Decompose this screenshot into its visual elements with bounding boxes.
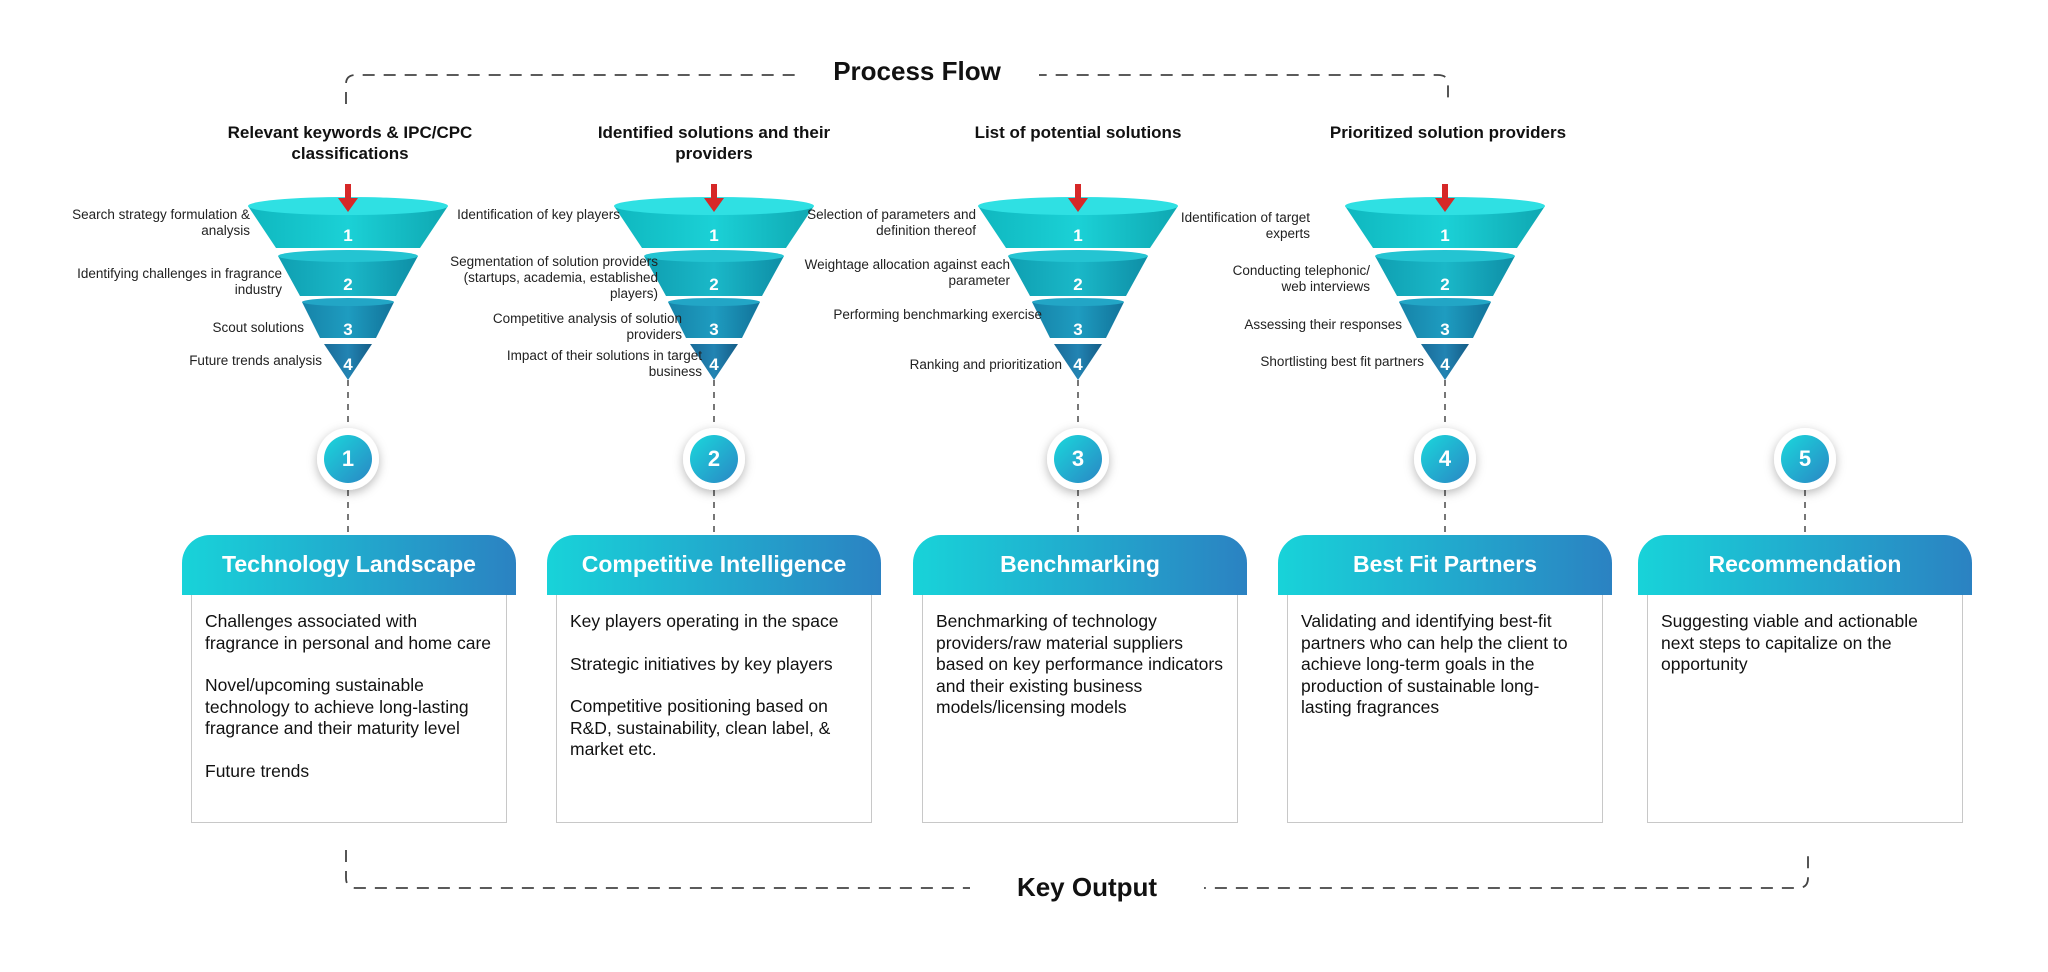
funnel-2-step-2: Segmentation of solution providers (star…	[450, 254, 658, 301]
funnel-4-tier-num-3: 3	[1440, 320, 1450, 339]
card-title-competitive-intelligence: Competitive Intelligence	[547, 535, 881, 595]
card-body-competitive-intelligence: Key players operating in the space Strat…	[556, 595, 872, 823]
card-point: Strategic initiatives by key players	[570, 653, 833, 674]
funnel-1-step-2: Identifying challenges in fragrance indu…	[77, 266, 282, 297]
timeline-node-5	[1774, 428, 1836, 490]
down-arrow-icon	[338, 184, 358, 212]
funnel-2-step-1: Identification of key players	[457, 207, 620, 222]
down-arrow-icon	[704, 184, 724, 212]
funnel-3-tier-num-3: 3	[1073, 320, 1083, 339]
funnel-3-tier-num-2: 2	[1073, 275, 1083, 294]
card-title-technology-landscape: Technology Landscape	[182, 535, 516, 595]
funnel-3-tier-num-1: 1	[1073, 226, 1083, 245]
connectors	[347, 380, 1806, 535]
funnel-2-tier-num-1: 1	[709, 226, 719, 245]
funnel-title-4: Prioritized solution providers	[1329, 123, 1567, 142]
timeline-node-4-label: 4	[1438, 446, 1452, 471]
funnel-1-step-4: Future trends analysis	[189, 353, 322, 368]
card-body-best-fit-partners: Validating and identifying best-fit part…	[1287, 595, 1603, 823]
funnel-title-1: Relevant keywords & IPC/CPC classificati…	[227, 123, 473, 163]
funnel-1	[248, 184, 448, 380]
funnel-3	[978, 184, 1178, 380]
timeline-node-3-label: 3	[1071, 446, 1085, 471]
timeline-node-4	[1414, 428, 1476, 490]
funnel-3-step-2: Weightage allocation against each parame…	[804, 257, 1010, 288]
card-point: Competitive positioning based on R&D, su…	[570, 696, 831, 759]
funnel-1-step-1: Search strategy formulation & analysis	[72, 207, 250, 238]
funnel-1-tier-num-3: 3	[343, 320, 353, 339]
card-body-recommendation: Suggesting viable and actionable next st…	[1647, 595, 1963, 823]
card-point: Key players operating in the space	[570, 611, 839, 631]
funnel-tier-4	[324, 344, 372, 380]
timeline-node-2-label: 2	[707, 446, 721, 471]
funnel-3-tier-num-4: 4	[1073, 355, 1083, 374]
funnel-1-tier-num-2: 2	[343, 275, 353, 294]
funnel-4-step-2: Conducting telephonic/ web interviews	[1232, 263, 1370, 294]
timeline-node-2	[683, 428, 745, 490]
funnel-1-tier-num-1: 1	[343, 226, 353, 245]
funnel-4	[1345, 184, 1545, 380]
timeline-node-1-label: 1	[341, 446, 355, 471]
card-point: Validating and identifying best-fit part…	[1301, 611, 1568, 717]
funnel-3-step-1: Selection of parameters and definition t…	[807, 207, 976, 238]
card-title-benchmarking: Benchmarking	[913, 535, 1247, 595]
funnel-4-tier-num-2: 2	[1440, 275, 1450, 294]
funnel-tier-3	[302, 302, 394, 338]
card-point: Benchmarking of technology providers/raw…	[936, 611, 1223, 717]
funnel-1-tier-num-4: 4	[343, 355, 353, 374]
card-body-benchmarking: Benchmarking of technology providers/raw…	[922, 595, 1238, 823]
funnel-2-tier-num-2: 2	[709, 275, 719, 294]
funnel-2	[614, 184, 814, 380]
card-point: Novel/upcoming sustainable technology to…	[205, 675, 469, 738]
funnel-title-2: Identified solutions and their providers	[597, 123, 831, 163]
funnel-4-step-1: Identification of target experts	[1180, 210, 1310, 241]
funnel-2-tier-num-3: 3	[709, 320, 719, 339]
funnel-4-step-3: Assessing their responses	[1244, 317, 1402, 332]
key-output-title: Key Output	[970, 872, 1204, 903]
timeline-node-1	[317, 428, 379, 490]
funnel-4-step-4: Shortlisting best fit partners	[1260, 354, 1424, 369]
funnel-4-tier-num-4: 4	[1440, 355, 1450, 374]
funnel-2-step-3: Competitive analysis of solution provide…	[492, 311, 682, 342]
card-point: Future trends	[205, 760, 310, 781]
funnel-tier-2	[278, 256, 418, 296]
funnel-1-step-3: Scout solutions	[212, 320, 304, 335]
timeline-node-5-label: 5	[1798, 446, 1812, 471]
funnel-3-step-4: Ranking and prioritization	[909, 357, 1062, 372]
down-arrow-icon	[1068, 184, 1088, 212]
card-point: Challenges associated with fragrance in …	[205, 611, 492, 653]
funnel-4-tier-num-1: 1	[1440, 226, 1450, 245]
funnel-2-tier-num-4: 4	[709, 355, 719, 374]
card-point: Suggesting viable and actionable next st…	[1661, 611, 1918, 674]
funnel-3-step-3: Performing benchmarking exercise	[833, 307, 1042, 322]
funnel-title-3: List of potential solutions	[974, 123, 1182, 142]
down-arrow-icon	[1435, 184, 1455, 212]
card-body-technology-landscape: Challenges associated with fragrance in …	[191, 595, 507, 823]
process-flow-title: Process Flow	[795, 56, 1039, 87]
card-title-recommendation: Recommendation	[1638, 535, 1972, 595]
card-title-best-fit-partners: Best Fit Partners	[1278, 535, 1612, 595]
funnel-2-step-4: Impact of their solutions in target busi…	[506, 348, 702, 379]
timeline-node-3	[1047, 428, 1109, 490]
